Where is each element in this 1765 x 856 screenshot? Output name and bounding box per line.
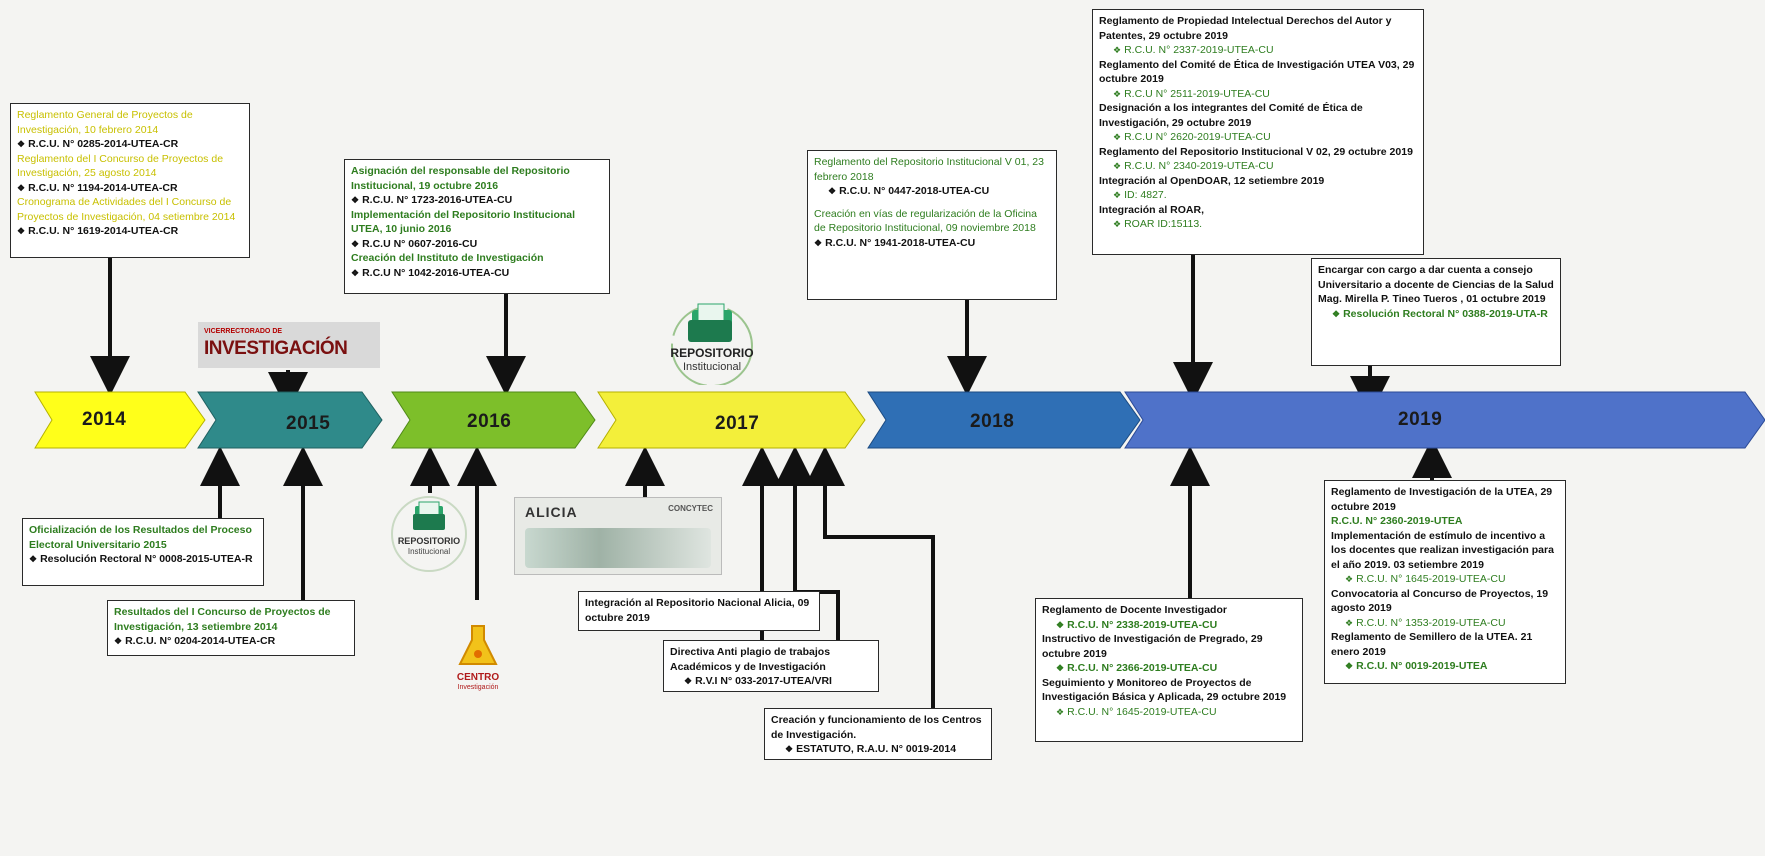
event-text: Designación a los integrantes del Comité… [1099, 102, 1363, 129]
resolution-ref: R.C.U. N° 2338-2019-UTEA-CU [1042, 618, 1296, 633]
resolution-ref: R.C.U. N° 1723-2016-UTEA-CU [351, 193, 603, 208]
repo-subtitle: Institucional [682, 361, 742, 373]
resolution-ref: R.C.U. N° 1194-2014-UTEA-CR [17, 181, 243, 196]
resolution-ref: Resolución Rectoral N° 0008-2015-UTEA-R [29, 552, 257, 567]
year-2018: 2018 [970, 411, 1015, 432]
arrow-2017-anti2 [775, 446, 840, 664]
resolution-ref: R.C.U N° 2511-2019-UTEA-CU [1099, 87, 1417, 102]
resolution-ref: R.C.U N° 0607-2016-CU [351, 237, 603, 252]
lab-photo [525, 528, 711, 568]
event-text: Creación y funcionamiento de los Centros… [771, 714, 982, 741]
chevron-2014 [34, 391, 206, 449]
event-text: Reglamento del Comité de Ética de Invest… [1099, 58, 1415, 86]
chevron-2015 [197, 391, 383, 449]
resolution-ref: R.C.U. N° 1619-2014-UTEA-CR [17, 224, 243, 239]
event-box-2019-bottom: Reglamento de Investigación de la UTEA, … [1324, 480, 1566, 684]
centro-investigacion-logo: CENTRO Investigación [440, 620, 516, 700]
resolution-ref: R.C.U. N° 2360-2019-UTEA [1331, 515, 1463, 527]
event-text: Reglamento de Docente Investigador [1042, 604, 1227, 616]
event-box-2018: Reglamento del Repositorio Institucional… [807, 150, 1057, 300]
resolution-ref: R.C.U. N° 0019-2019-UTEA [1331, 659, 1559, 674]
event-text: Asignación del responsable del Repositor… [351, 165, 570, 192]
resolution-ref: R.C.U N° 2620-2019-UTEA-CU [1099, 130, 1417, 145]
event-text: Integración al ROAR, [1099, 203, 1205, 216]
event-box-2017-centros: Creación y funcionamiento de los Centros… [764, 708, 992, 760]
year-2019: 2019 [1398, 409, 1443, 430]
concytec-logo-text: CONCYTEC [668, 504, 713, 513]
resolution-ref: R.C.U. N° 0285-2014-UTEA-CR [17, 137, 243, 152]
event-text: Integración al OpenDOAR, 12 setiembre 20… [1099, 174, 1325, 187]
event-box-2017-alicia: Integración al Repositorio Nacional Alic… [578, 591, 820, 631]
folder-icon [671, 303, 753, 385]
alicia-concytec-banner: ALICIA CONCYTEC [514, 497, 722, 575]
event-text: Instructivo de Investigación de Pregrado… [1042, 633, 1263, 660]
event-box-2017-antiplagio: Directiva Anti plagio de trabajos Académ… [663, 640, 879, 692]
repo-title: REPOSITORIO [670, 346, 754, 360]
event-box-2015-resultados: Resultados del I Concurso de Proyectos d… [107, 600, 355, 656]
resolution-ref: R.C.U. N° 1353-2019-UTEA-CU [1331, 616, 1559, 631]
chevron-2018 [867, 391, 1141, 449]
event-box-2015-electoral: Oficialización de los Resultados del Pro… [22, 518, 264, 586]
event-box-2019-top: Reglamento de Propiedad Intelectual Dere… [1092, 9, 1424, 255]
logo-big-text: INVESTIGACIÓN [204, 338, 348, 359]
event-text: Implementación de estímulo de incentivo … [1331, 529, 1554, 571]
event-box-2016: Asignación del responsable del Repositor… [344, 159, 610, 294]
event-text: Integración al Repositorio Nacional Alic… [585, 597, 810, 624]
arrow-2017-centros [805, 446, 935, 708]
resolution-ref: ID: 4827. [1099, 188, 1417, 203]
resolution-ref: R.C.U. N° 2337-2019-UTEA-CU [1099, 43, 1417, 58]
resolution-ref: R.C.U N° 1042-2016-UTEA-CU [351, 266, 603, 281]
repo-subtitle: Institucional [407, 547, 451, 556]
repositorio-logo-large: REPOSITORIO Institucional [648, 300, 776, 385]
event-text: Reglamento del Repositorio Institucional… [1099, 145, 1413, 158]
event-text: Directiva Anti plagio de trabajos Académ… [670, 646, 831, 673]
event-box-2019-encargar: Encargar con cargo a dar cuenta a consej… [1311, 258, 1561, 366]
year-2016: 2016 [467, 411, 512, 432]
repo-title: REPOSITORIO [397, 536, 461, 546]
event-text: Oficialización de los Resultados del Pro… [29, 524, 252, 551]
chevron-2019 [1124, 391, 1765, 449]
event-text: Encargar con cargo a dar cuenta a consej… [1318, 264, 1554, 305]
flask-icon [458, 625, 498, 665]
event-text: Reglamento del Repositorio Institucional… [814, 156, 1044, 183]
resolution-ref: R.V.I N° 033-2017-UTEA/VRI [670, 674, 872, 689]
event-text: Reglamento General de Proyectos de Inves… [17, 109, 193, 136]
event-text: Creación del Instituto de Investigación [351, 252, 544, 264]
resolution-ref: Resolución Rectoral N° 0388-2019-UTA-R [1318, 307, 1554, 322]
resolution-ref: R.C.U. N° 1645-2019-UTEA-CU [1042, 705, 1296, 720]
resolution-ref: R.C.U. N° 1645-2019-UTEA-CU [1331, 572, 1559, 587]
resolution-ref: ROAR ID:15113. [1099, 217, 1417, 232]
centro-subtitle: Investigación [457, 684, 499, 691]
resolution-ref: R.C.U. N° 1941-2018-UTEA-CU [814, 236, 1050, 251]
year-2014: 2014 [82, 409, 127, 430]
event-text: Resultados del I Concurso de Proyectos d… [114, 606, 331, 633]
resolution-ref: R.C.U. N° 2340-2019-UTEA-CU [1099, 159, 1417, 174]
chevron-2017 [597, 391, 866, 449]
alicia-logo-text: ALICIA [525, 504, 578, 520]
event-text: Cronograma de Actividades del I Concurso… [17, 196, 236, 223]
folder-icon [391, 496, 467, 572]
event-text: Reglamento del I Concurso de Proyectos d… [17, 152, 224, 180]
repositorio-logo-small: REPOSITORIO Institucional [383, 494, 475, 574]
resolution-ref: ESTATUTO, R.A.U. N° 0019-2014 [771, 742, 985, 757]
resolution-ref: R.C.U. N° 2366-2019-UTEA-CU [1042, 661, 1296, 676]
event-text: Seguimiento y Monitoreo de Proyectos de … [1042, 676, 1287, 704]
resolution-ref: R.C.U. N° 0447-2018-UTEA-CU [814, 184, 1050, 199]
year-2017: 2017 [715, 413, 760, 434]
chevron-2016 [391, 391, 596, 449]
centro-title: CENTRO [456, 672, 500, 683]
year-2015: 2015 [286, 413, 331, 434]
event-text: Reglamento de Investigación de la UTEA, … [1331, 486, 1553, 513]
spacer [814, 199, 1050, 207]
vicerrectorado-logo: VICERRECTORADO DE INVESTIGACIÓN [198, 322, 380, 368]
resolution-ref: R.C.U. N° 0204-2014-UTEA-CR [114, 634, 348, 649]
event-text: Reglamento de Propiedad Intelectual Dere… [1099, 15, 1392, 42]
logo-small-text: VICERRECTORADO DE [204, 328, 283, 335]
event-text: Implementación del Repositorio Instituci… [351, 208, 576, 236]
event-text: Reglamento de Semillero de la UTEA. 21 e… [1331, 631, 1533, 658]
event-text: Creación en vías de regularización de la… [814, 207, 1037, 235]
event-box-2019-docente: Reglamento de Docente Investigador R.C.U… [1035, 598, 1303, 742]
event-text: Convocatoria al Concurso de Proyectos, 1… [1331, 587, 1549, 615]
event-box-2014: Reglamento General de Proyectos de Inves… [10, 103, 250, 258]
